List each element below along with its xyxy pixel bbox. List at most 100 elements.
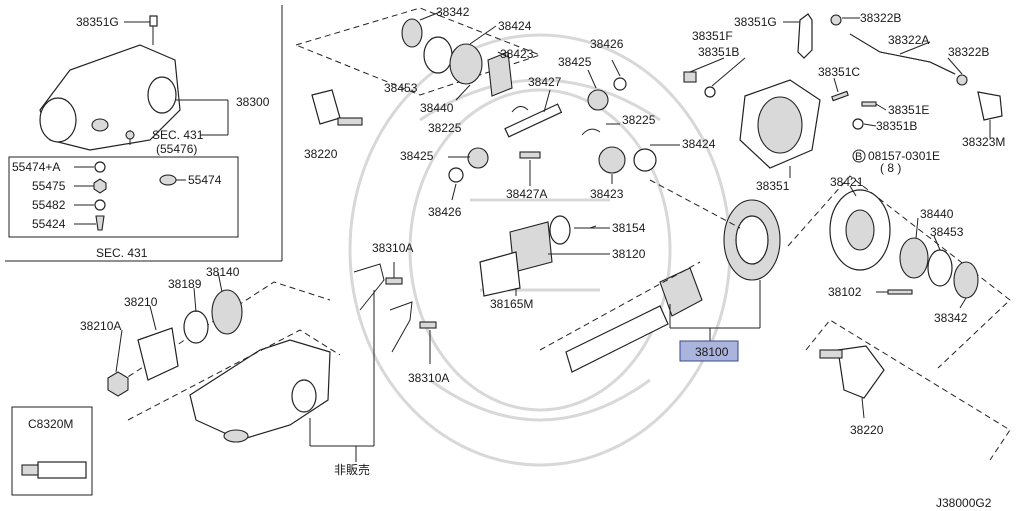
label-38453-top: 38453 <box>384 81 418 95</box>
mount-nut-55475-drawing <box>93 178 107 194</box>
label-38310A-upper: 38310A <box>372 241 413 255</box>
label-C8320M: C8320M <box>28 417 73 431</box>
side-flange-right-shaft-drawing <box>819 349 843 359</box>
label-38342-top: 38342 <box>436 5 470 19</box>
lock-pin-38427A-drawing <box>519 151 541 159</box>
label-08157-mark: B <box>855 151 862 163</box>
cover-bolt-38351E-drawing <box>861 101 877 107</box>
label-55482: 55482 <box>32 198 66 212</box>
mount-insulator-55474-drawing <box>159 174 177 186</box>
side-bearing-38440-right-drawing <box>899 237 929 279</box>
label-38425-mid: 38425 <box>558 55 592 69</box>
label-38189: 38189 <box>168 277 202 291</box>
filler-plug-38351F-drawing <box>683 71 697 83</box>
housing-assembly-group <box>39 15 229 151</box>
pinion-mate-washer-38426-drawing <box>613 77 627 91</box>
oil-seal-38342-drawing <box>401 18 423 48</box>
label-38424-right: 38424 <box>682 137 716 151</box>
companion-flange-38210-drawing <box>137 327 179 381</box>
mount-washer-55474A-drawing <box>94 161 106 173</box>
label-38102: 38102 <box>828 285 862 299</box>
label-not-sold: 非販売 <box>334 462 370 477</box>
side-flange-shaft-drawing <box>337 117 363 126</box>
front-housing-drawing <box>189 339 331 441</box>
label-sec-431-ref: SEC. 431 <box>152 128 204 142</box>
part-highlight-38100[interactable] <box>679 340 739 362</box>
label-38427: 38427 <box>528 75 562 89</box>
pinion-mate-gear-38425-lower-drawing <box>467 147 489 169</box>
collapsible-spacer-38165M-drawing <box>479 251 521 297</box>
differential-case-center-drawing <box>845 209 875 251</box>
label-38322A: 38322A <box>888 33 929 47</box>
label-38426-mid: 38426 <box>590 37 624 51</box>
front-housing-foot-drawing <box>223 429 249 443</box>
side-bearing-38440-drawing <box>449 43 483 85</box>
label-38423-lower: 38423 <box>590 187 624 201</box>
bearing-cap-lower-drawing <box>389 301 413 353</box>
label-38351E: 38351E <box>888 103 929 117</box>
housing-mount-drawing <box>91 118 109 132</box>
label-55474: 55474 <box>188 173 222 187</box>
bolt-callout-circle-icon <box>852 149 866 163</box>
housing-input-flange-drawing <box>39 97 77 143</box>
side-gear-thrust-washer-38453-drawing <box>423 36 453 74</box>
label-sec-431-sub: (55476) <box>156 142 197 156</box>
label-38120: 38120 <box>612 247 646 261</box>
side-bearing-adjust-38453-drawing <box>927 249 953 287</box>
grease-tube-C8320M-drawing <box>37 461 87 479</box>
label-38300: 38300 <box>236 95 270 109</box>
label-38154: 38154 <box>612 221 646 235</box>
flange-nut-38210A-drawing <box>107 371 129 397</box>
label-38225-right: 38225 <box>622 113 656 127</box>
label-38440-top: 38440 <box>420 101 454 115</box>
label-38210A: 38210A <box>80 319 121 333</box>
label-38351G-top: 38351G <box>76 15 119 29</box>
ring-gear-center-drawing <box>735 215 769 265</box>
cap-bolt-38310A-upper-drawing <box>385 277 403 285</box>
side-gear-38423-drawing <box>487 51 513 97</box>
housing-side-flange-drawing <box>147 76 177 114</box>
label-55474A: 55474+A <box>12 160 60 174</box>
grease-tube-cap-drawing <box>21 464 39 476</box>
label-38100[interactable]: 38100 <box>695 345 729 359</box>
grease-box <box>11 406 93 496</box>
label-38351F: 38351F <box>692 29 733 43</box>
side-gear-38423-lower-drawing <box>598 146 626 174</box>
snap-ring-38225-drawing <box>581 128 601 136</box>
drive-pinion-gear-drawing <box>659 267 703 317</box>
diagram-code: J38000G2 <box>936 496 992 510</box>
label-38351B-top: 38351B <box>698 45 739 59</box>
label-08157-0301E: 08157-0301E <box>868 149 940 163</box>
label-38351G-right: 38351G <box>734 15 777 29</box>
label-38210: 38210 <box>124 295 158 309</box>
front-housing-bore-drawing <box>291 379 317 413</box>
drive-pinion-shaft-drawing <box>565 305 669 373</box>
label-38440-right: 38440 <box>920 207 954 221</box>
mount-bolt-55424-drawing <box>95 215 105 231</box>
side-flange-38220-drawing <box>311 89 341 125</box>
label-38351C: 38351C <box>818 65 860 79</box>
label-38426-lower: 38426 <box>428 205 462 219</box>
breather-cap-38323M-drawing <box>977 91 1003 121</box>
snap-ring-38225-top-drawing <box>511 106 529 113</box>
case-bolt-38102-drawing <box>887 289 913 295</box>
label-38427A: 38427A <box>506 187 547 201</box>
pinion-mate-shaft-38427-drawing <box>504 103 563 138</box>
thrust-washer-38424-lower-drawing <box>633 148 657 172</box>
label-38310A-lower: 38310A <box>408 371 449 385</box>
pinion-mate-washer-38426-lower-drawing <box>448 167 464 183</box>
breather-tube-38351G-drawing <box>797 13 813 59</box>
pinion-bearing-38154-drawing <box>549 215 571 245</box>
bearing-cap-upper-drawing <box>353 263 385 311</box>
hose-clamp-38322B-right-drawing <box>956 74 968 86</box>
label-38351B-right: 38351B <box>876 119 917 133</box>
label-38225-top: 38225 <box>428 121 462 135</box>
hose-clamp-38322B-top-drawing <box>830 14 842 26</box>
label-38220-left: 38220 <box>304 147 338 161</box>
label-38453-right: 38453 <box>930 225 964 239</box>
mount-hardware-box <box>8 156 239 238</box>
cap-bolt-38310A-lower-drawing <box>419 321 437 329</box>
label-38424-top: 38424 <box>498 19 532 33</box>
label-55424: 55424 <box>32 217 66 231</box>
